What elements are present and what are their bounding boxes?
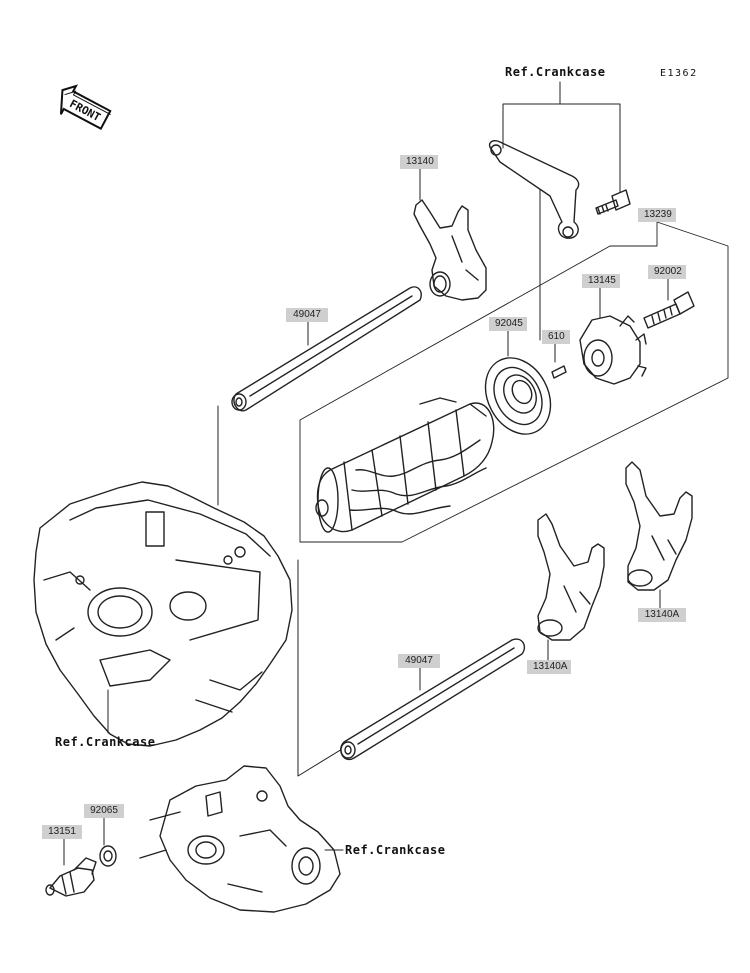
shaft-lower bbox=[340, 638, 526, 761]
arrow-icon: FRONT bbox=[59, 84, 112, 131]
neutral-sensor bbox=[45, 857, 97, 897]
diagram-code: E1362 bbox=[660, 68, 698, 79]
part-label-fork-top[interactable]: 13140 bbox=[400, 155, 438, 169]
part-label-fork-right[interactable]: 13140A bbox=[638, 608, 686, 622]
ref-crankcase-left: Ref.Crankcase bbox=[55, 735, 156, 749]
part-label-washer[interactable]: 92065 bbox=[84, 804, 124, 818]
shaft-upper bbox=[231, 286, 422, 412]
pin bbox=[551, 365, 567, 379]
bearing bbox=[484, 357, 552, 435]
shift-fork-top bbox=[413, 199, 487, 301]
part-label-bracket-assy[interactable]: 13239 bbox=[638, 208, 676, 222]
washer bbox=[99, 845, 117, 867]
part-label-pin[interactable]: 610 bbox=[542, 330, 570, 344]
ref-crankcase-bottom: Ref.Crankcase bbox=[345, 843, 446, 857]
drum-bolt bbox=[643, 291, 695, 329]
shift-drum bbox=[315, 397, 495, 533]
part-label-sensor[interactable]: 13151 bbox=[42, 825, 82, 839]
bracket-plate bbox=[488, 140, 580, 239]
part-label-shaft-lower[interactable]: 49047 bbox=[398, 654, 440, 668]
part-label-bearing[interactable]: 92045 bbox=[489, 317, 527, 331]
ref-crankcase-top: Ref.Crankcase bbox=[505, 65, 606, 79]
part-label-drum-gear[interactable]: 13145 bbox=[582, 274, 620, 288]
part-label-shaft-upper[interactable]: 49047 bbox=[286, 308, 328, 322]
part-label-bolt[interactable]: 92002 bbox=[648, 265, 686, 279]
bracket-bolt bbox=[595, 189, 631, 215]
front-direction-arrow: FRONT bbox=[52, 78, 114, 140]
crankcase-bottom bbox=[139, 765, 341, 913]
drum-gear bbox=[579, 315, 647, 385]
shift-fork-right bbox=[625, 461, 693, 591]
shift-fork-mid bbox=[537, 513, 605, 641]
crankcase-left bbox=[33, 481, 293, 747]
part-label-fork-mid[interactable]: 13140A bbox=[527, 660, 571, 674]
